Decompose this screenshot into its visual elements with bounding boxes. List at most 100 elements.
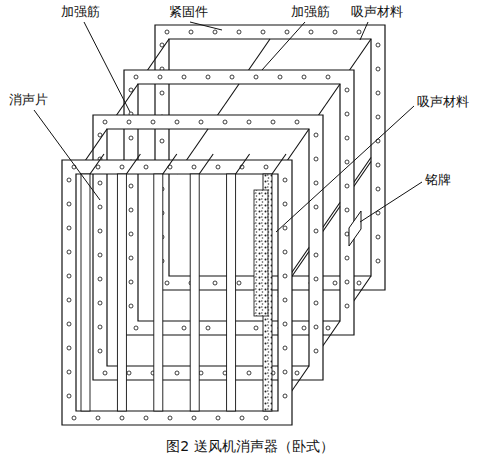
bolt-hole — [160, 139, 164, 143]
bolt-hole — [144, 416, 148, 420]
bolt-hole — [134, 75, 138, 79]
bolt-hole — [326, 326, 330, 330]
leader-line — [262, 22, 305, 70]
leader-line — [360, 22, 368, 40]
bolt-hole — [345, 304, 349, 308]
bolt-hole — [175, 120, 179, 124]
bolt-hole — [345, 88, 349, 92]
bolt-hole — [333, 30, 337, 34]
bolt-hole — [314, 325, 318, 329]
bolt-hole — [345, 280, 349, 284]
bolt-hole — [314, 205, 318, 209]
bolt-hole — [314, 277, 318, 281]
bolt-hole — [67, 226, 71, 230]
part-label: 紧固件 — [168, 4, 209, 20]
bolt-hole — [158, 75, 162, 79]
bolt-hole — [314, 181, 318, 185]
bolt-hole — [345, 208, 349, 212]
bolt-hole — [98, 229, 102, 233]
bolt-hole — [129, 232, 133, 236]
bolt-hole — [127, 120, 131, 124]
bolt-hole — [254, 326, 258, 330]
leader-line — [276, 106, 414, 232]
bolt-hole — [165, 281, 169, 285]
bolt-hole — [98, 253, 102, 257]
baffle-edge — [163, 154, 177, 174]
bolt-hole — [67, 274, 71, 278]
bolt-hole — [314, 229, 318, 233]
baffle-edge — [90, 154, 104, 174]
leader-line — [190, 22, 222, 30]
bolt-hole — [295, 120, 299, 124]
baffle-plate — [154, 174, 163, 411]
bolt-hole — [314, 133, 318, 137]
part-label: 吸声材料 — [416, 94, 470, 110]
part-label: 吸声材料 — [350, 4, 404, 20]
bolt-hole — [199, 120, 203, 124]
bolt-hole — [283, 202, 287, 206]
flange-frames — [62, 25, 385, 425]
bolt-hole — [254, 75, 258, 79]
bolt-hole — [182, 326, 186, 330]
leader-line — [34, 110, 100, 200]
nameplate — [349, 211, 361, 246]
bolt-hole — [283, 322, 287, 326]
bolt-hole — [264, 416, 268, 420]
bolt-hole — [206, 326, 210, 330]
bolt-hole — [206, 75, 210, 79]
bolt-hole — [230, 75, 234, 79]
bolt-hole — [345, 136, 349, 140]
bolt-hole — [129, 256, 133, 260]
bolt-hole — [271, 120, 275, 124]
part-label: 加强筋 — [60, 4, 101, 20]
bolt-hole — [283, 394, 287, 398]
part-label: 消声片 — [8, 92, 49, 108]
bolt-hole — [182, 75, 186, 79]
bolt-hole — [357, 281, 361, 285]
leader-line — [360, 182, 422, 222]
bolt-hole — [376, 259, 380, 263]
bolt-hole — [168, 416, 172, 420]
bolt-hole — [98, 205, 102, 209]
bolt-hole — [67, 322, 71, 326]
part-label: 加强筋 — [290, 4, 331, 20]
bolt-hole — [302, 75, 306, 79]
bolt-hole — [376, 187, 380, 191]
baffle-plate — [227, 174, 236, 411]
bolt-hole — [129, 304, 133, 308]
bolt-hole — [314, 301, 318, 305]
bolt-hole — [67, 346, 71, 350]
bolt-hole — [67, 250, 71, 254]
flange-frame — [62, 160, 292, 425]
bolt-hole — [67, 178, 71, 182]
bolt-hole — [376, 67, 380, 71]
baffle-edge — [236, 154, 250, 174]
bolt-hole — [326, 75, 330, 79]
bolt-hole — [103, 120, 107, 124]
bolt-hole — [345, 112, 349, 116]
bolt-hole — [314, 253, 318, 257]
bolt-hole — [151, 120, 155, 124]
bolt-hole — [240, 416, 244, 420]
leader-line — [84, 22, 130, 112]
bolt-hole — [98, 325, 102, 329]
bolt-hole — [213, 281, 217, 285]
baffle-plate — [117, 174, 126, 411]
bolt-hole — [376, 91, 380, 95]
bolt-hole — [345, 160, 349, 164]
baffle-edge — [126, 154, 140, 174]
bolt-hole — [103, 371, 107, 375]
bolt-hole — [98, 349, 102, 353]
bolt-hole — [376, 163, 380, 167]
bolt-hole — [283, 226, 287, 230]
bolt-hole — [192, 165, 196, 169]
bolt-hole — [127, 371, 131, 375]
bolt-hole — [261, 30, 265, 34]
baffle-plate — [190, 174, 199, 411]
bolt-hole — [98, 277, 102, 281]
bolt-hole — [247, 371, 251, 375]
part-label: 铭牌 — [424, 172, 452, 188]
bolt-hole — [129, 136, 133, 140]
